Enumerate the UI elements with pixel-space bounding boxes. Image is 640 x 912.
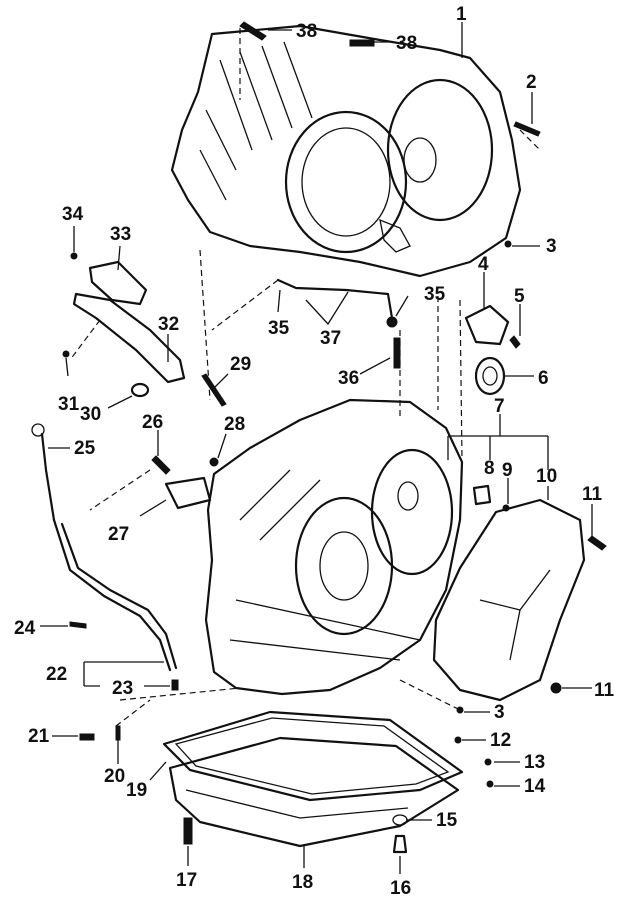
callout-6: 6 [538, 368, 549, 389]
callout-8: 8 [484, 458, 495, 479]
callout-3b: 3 [494, 702, 505, 723]
callout-2: 2 [526, 72, 537, 93]
callout-35b: 35 [424, 284, 446, 305]
callout-35a: 35 [268, 318, 290, 339]
callout-24: 24 [14, 618, 36, 639]
callout-36: 36 [338, 368, 359, 389]
callout-1: 1 [456, 4, 467, 25]
bracket-assembly [72, 260, 186, 384]
callout-18: 18 [292, 872, 313, 893]
callout-5: 5 [514, 286, 525, 307]
transaxle-case [204, 398, 464, 696]
callout-17: 17 [176, 870, 197, 891]
callout-20: 20 [104, 766, 125, 787]
callout-19: 19 [126, 780, 147, 801]
callout-32: 32 [158, 314, 179, 335]
hardware [62, 21, 607, 854]
oil-pan [168, 736, 460, 848]
side-cover [432, 498, 586, 702]
converter-housing [170, 24, 522, 278]
callout-11b: 11 [594, 680, 615, 701]
oil-level-gauge [31, 423, 178, 672]
callout-labels: 38 38 1 2 3 4 5 6 7 8 9 10 11 11 3 12 13… [14, 4, 615, 899]
callout-23: 23 [112, 678, 133, 699]
callout-27: 27 [108, 524, 129, 545]
callout-11a: 11 [582, 484, 603, 505]
callout-31: 31 [58, 394, 80, 415]
callout-9: 9 [502, 460, 513, 481]
callout-33: 33 [110, 224, 131, 245]
leader-lines [40, 22, 593, 874]
alignment-lines [69, 28, 541, 727]
callout-28: 28 [224, 414, 245, 435]
callout-3a: 3 [546, 236, 557, 257]
callout-16: 16 [390, 878, 411, 899]
callout-4: 4 [478, 254, 489, 275]
callout-22: 22 [46, 664, 67, 685]
callout-15: 15 [436, 810, 458, 831]
callout-38a: 38 [296, 21, 317, 42]
callout-30: 30 [80, 404, 101, 425]
callout-25: 25 [74, 438, 96, 459]
callout-34: 34 [62, 204, 84, 225]
callout-14: 14 [524, 776, 546, 797]
oil-pan-gasket [162, 710, 464, 802]
callout-7: 7 [494, 396, 505, 417]
callout-26: 26 [142, 412, 163, 433]
callout-10: 10 [536, 466, 557, 487]
callout-37: 37 [320, 328, 341, 349]
callout-21: 21 [28, 726, 50, 747]
callout-29: 29 [230, 354, 251, 375]
callout-13: 13 [524, 752, 545, 773]
callout-12: 12 [490, 730, 511, 751]
callout-38b: 38 [396, 33, 417, 54]
